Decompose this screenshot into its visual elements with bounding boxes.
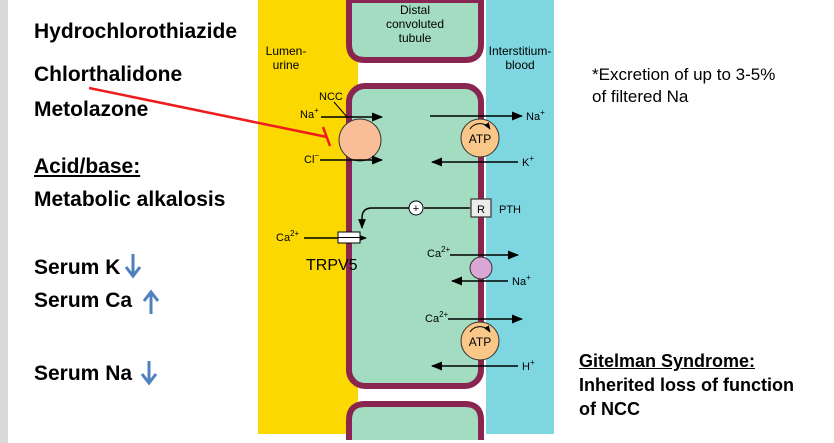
serum-k-label: Serum K — [34, 256, 121, 279]
gitelman-title: Gitelman Syndrome: — [579, 351, 756, 371]
lumen-label-2: urine — [273, 58, 300, 72]
serum-ca-label: Serum Ca — [34, 289, 133, 312]
slide-left-border — [0, 0, 8, 443]
lumen-label-1: Lumen- — [266, 44, 307, 58]
inhibition-bar-icon — [321, 126, 332, 147]
gitelman-line-1: Inherited loss of function — [579, 375, 794, 395]
drug-chlorthalidone: Chlorthalidone — [34, 63, 183, 86]
tubule-cell-top — [346, 0, 484, 63]
arrow-up-icon — [142, 289, 160, 314]
ncc-label: NCC — [319, 91, 343, 103]
plus-sign: + — [413, 203, 419, 215]
acid-base-value: Metabolic alkalosis — [34, 188, 226, 211]
receptor-label: R — [477, 204, 485, 216]
ca-exchanger-label: Ca2+ — [427, 245, 451, 260]
tubule-cell-bottom — [346, 401, 484, 440]
drug-metolazone: Metolazone — [34, 98, 149, 121]
tubule-label-2: convoluted — [386, 17, 444, 31]
gitelman-line-2: of NCC — [579, 399, 640, 419]
ca-pump-label: Ca2+ — [425, 310, 449, 325]
acid-base-heading: Acid/base: — [34, 155, 141, 178]
drug-hydrochlorothiazide: Hydrochlorothiazide — [34, 20, 238, 43]
atp-label-1: ATP — [469, 132, 491, 146]
ncc-transporter — [338, 118, 382, 162]
ca-lumen-label: Ca2+ — [276, 229, 300, 244]
interstitium-label-1: Interstitium- — [489, 44, 552, 58]
arrow-down-icon — [140, 361, 158, 386]
interstitium-region — [486, 0, 554, 434]
pth-label: PTH — [499, 204, 521, 216]
na-exchanger-label: Na+ — [512, 273, 531, 288]
tubule-label-3: tubule — [399, 31, 432, 45]
h-pump-label: H+ — [522, 358, 535, 373]
ca-na-exchanger — [469, 256, 493, 280]
cl-lumen-label: Cl− — [304, 151, 319, 166]
trpv5-label: TRPV5 — [306, 257, 358, 274]
na-lumen-label: Na+ — [300, 106, 319, 121]
interstitium-label-2: blood — [505, 58, 534, 72]
na-blood-label: Na+ — [526, 108, 545, 123]
atp-label-2: ATP — [469, 335, 491, 349]
pth-receptor — [470, 198, 492, 218]
lumen-region — [258, 0, 358, 434]
excretion-note-2: of filtered Na — [592, 87, 689, 106]
k-blood-label: K+ — [522, 154, 534, 169]
tubule-label-1: Distal — [400, 3, 430, 17]
excretion-note-1: *Excretion of up to 3-5% — [592, 65, 776, 84]
thiazide-inhibition-line — [88, 86, 328, 139]
serum-na-label: Serum Na — [34, 362, 133, 385]
arrow-down-icon — [124, 254, 142, 279]
